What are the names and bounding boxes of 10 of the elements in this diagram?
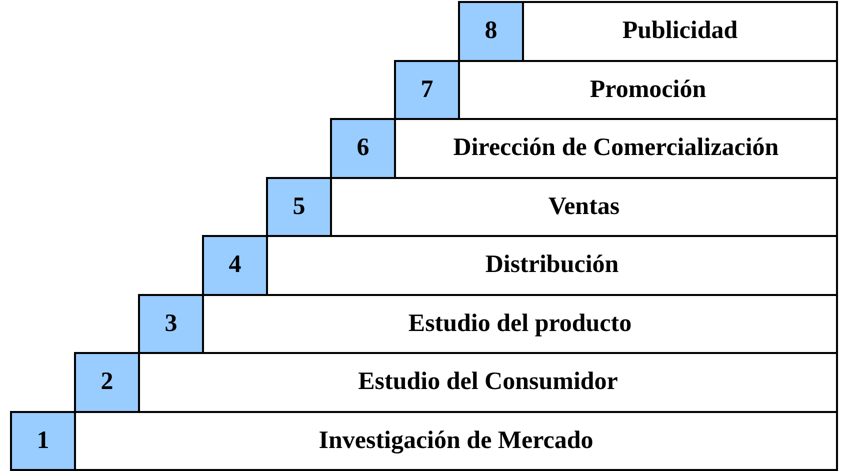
step-number: 1 bbox=[10, 410, 76, 471]
step-number: 8 bbox=[458, 1, 524, 62]
step-number: 2 bbox=[74, 352, 140, 412]
step-number: 3 bbox=[138, 294, 204, 354]
step-number: 6 bbox=[330, 118, 396, 178]
step-number: 7 bbox=[394, 60, 460, 120]
step-number: 4 bbox=[202, 235, 268, 296]
step-label: Investigación de Mercado bbox=[74, 410, 838, 471]
step-number: 5 bbox=[266, 176, 332, 237]
step-label: Publicidad bbox=[522, 1, 838, 62]
